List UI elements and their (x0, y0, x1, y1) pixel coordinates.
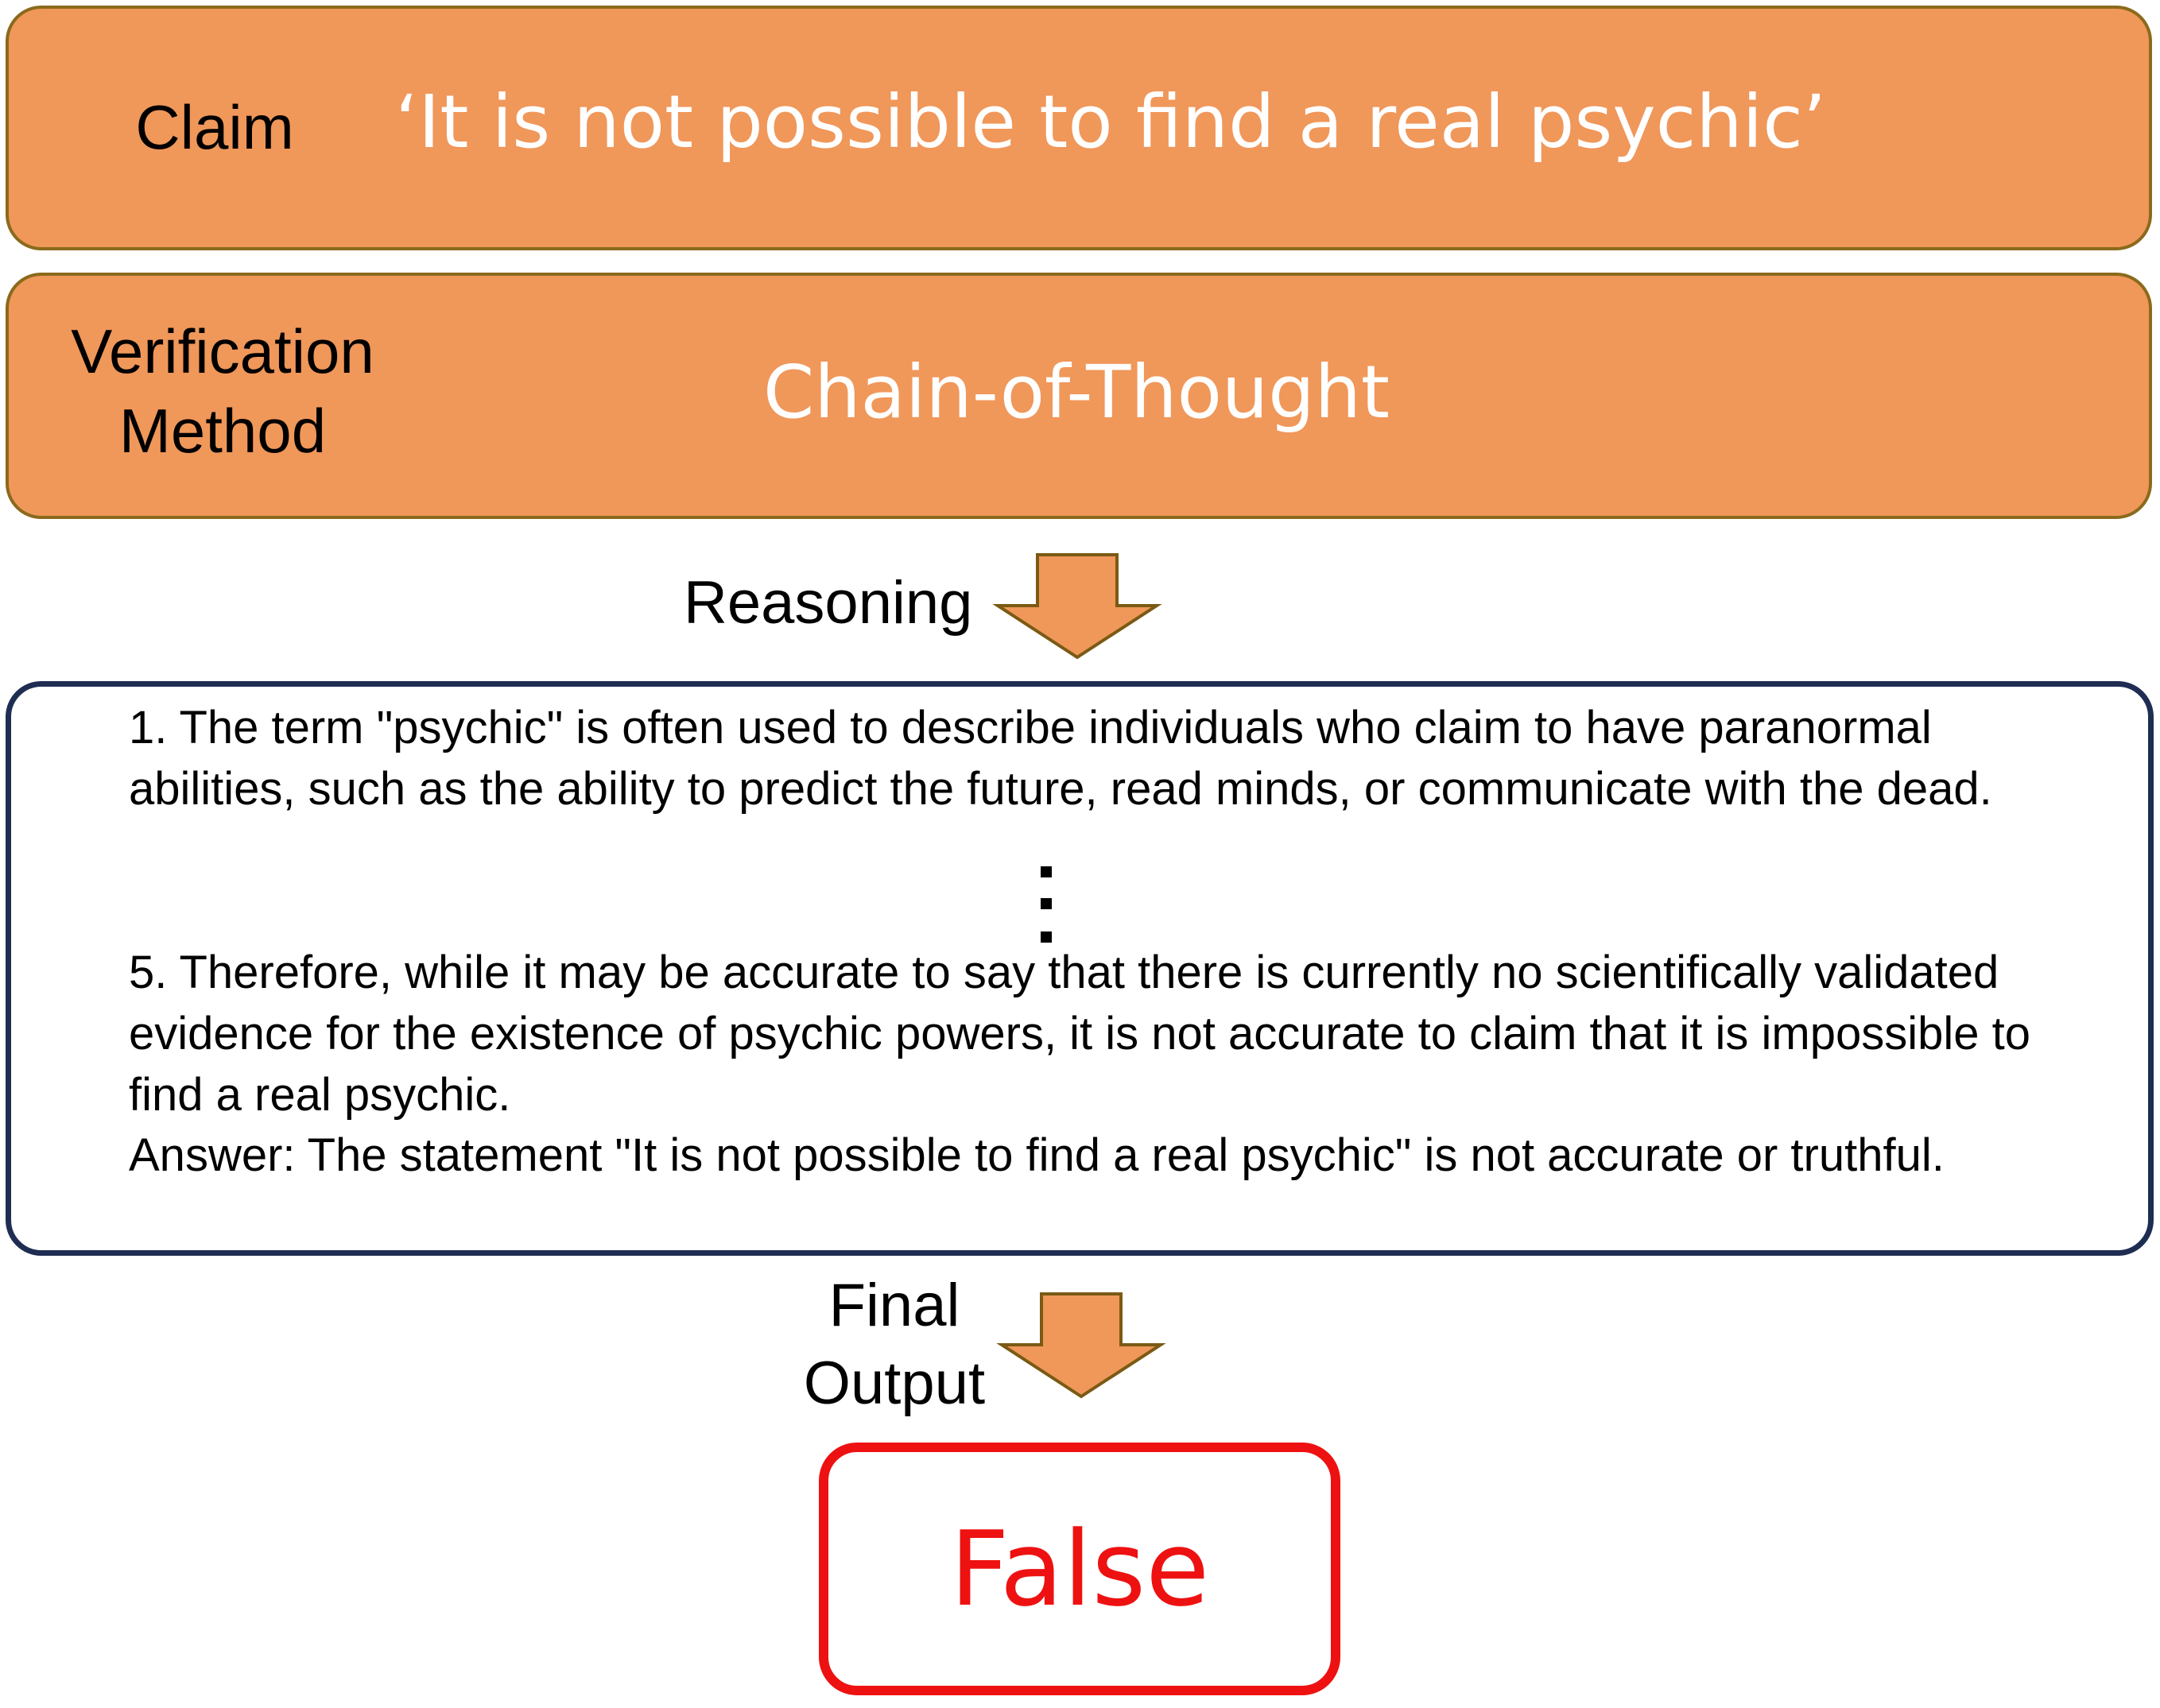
claim-label: Claim (135, 92, 294, 162)
verification-method-value: Chain-of-Thought (763, 350, 1390, 435)
reasoning-answer: Answer: The statement "It is not possibl… (129, 1129, 1945, 1181)
verification-label-line2: Method (118, 396, 327, 466)
final-label-line2: Output (803, 1350, 986, 1417)
reasoning-down-arrow-icon (992, 553, 1162, 660)
verification-method-label: Verification Method (32, 312, 413, 471)
final-label-line1: Final (828, 1272, 960, 1339)
verification-label-line1: Verification (71, 316, 374, 386)
reasoning-label: Reasoning (684, 569, 973, 637)
reasoning-step-5: 5. Therefore, while it may be accurate t… (129, 947, 2030, 1121)
reasoning-step-1: 1. The term "psychic" is often used to d… (129, 702, 1992, 815)
final-output-box: False (819, 1443, 1340, 1695)
claim-box (6, 6, 2152, 250)
final-output-value: False (949, 1509, 1210, 1629)
final-output-down-arrow-icon (996, 1292, 1166, 1399)
final-output-label: Final Output (787, 1267, 1002, 1423)
verification-method-box (6, 273, 2152, 519)
claim-text: ‘It is not possible to find a real psych… (395, 79, 1827, 165)
reasoning-box (6, 681, 2154, 1256)
